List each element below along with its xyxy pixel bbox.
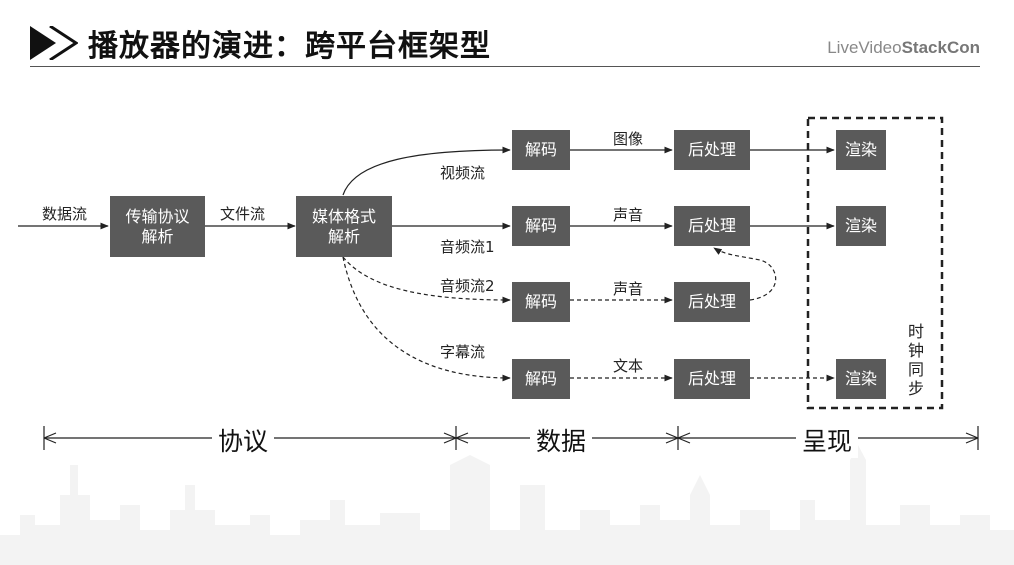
play-arrow-icon — [30, 26, 78, 60]
brand-bold: StackCon — [901, 38, 980, 57]
clock-sync-label: 时 钟 同 步 — [906, 322, 926, 398]
audio-stream-2-arrow — [342, 256, 511, 304]
title-underline — [30, 66, 980, 67]
brand-logo: LiveVideoStackCon — [827, 38, 980, 58]
label-text: 文本 — [613, 357, 644, 375]
timeline-arrowhead-end — [965, 432, 979, 444]
postprocess-audio-2: 后处理 — [674, 282, 750, 322]
subtitle-stream-arrow — [342, 256, 511, 382]
section-data: 数据 — [530, 422, 593, 458]
demux-box: 媒体格式 解析 — [296, 196, 392, 257]
timeline-arrowhead-start — [43, 432, 57, 444]
label-image: 图像 — [613, 130, 644, 148]
audio-mix-arrow — [713, 247, 777, 301]
postprocess-subtitle: 后处理 — [674, 359, 750, 399]
decoder-subtitle: 解码 — [512, 359, 570, 399]
label-subtitle-stream: 字幕流 — [440, 343, 486, 361]
label-file-stream: 文件流 — [220, 205, 266, 223]
label-video-stream: 视频流 — [440, 164, 486, 182]
clock-sync-char: 同 — [907, 360, 924, 379]
city-skyline-background — [0, 445, 1014, 565]
label-sound-1: 声音 — [613, 206, 644, 224]
postprocess-video: 后处理 — [674, 130, 750, 170]
timeline-arrowhead-data-left — [443, 432, 457, 444]
clock-sync-char: 时 — [907, 322, 924, 341]
render-subtitle: 渲染 — [836, 359, 886, 399]
section-presentation: 呈现 — [796, 422, 859, 458]
clock-sync-region — [806, 116, 944, 410]
slide-title: 播放器的演进：跨平台框架型 — [88, 29, 491, 64]
timeline-arrowhead-pres-right — [677, 432, 691, 444]
clock-sync-char: 步 — [907, 379, 924, 398]
decoder-video: 解码 — [512, 130, 570, 170]
timeline-arrowhead-data-right — [455, 432, 469, 444]
render-audio: 渲染 — [836, 206, 886, 246]
label-data-stream: 数据流 — [42, 205, 88, 223]
decoder-audio-2: 解码 — [512, 282, 570, 322]
section-protocol: 协议 — [212, 422, 275, 458]
label-audio-stream-1: 音频流1 — [440, 238, 495, 256]
postprocess-audio-1: 后处理 — [674, 206, 750, 246]
brand-prefix: LiveVideo — [827, 38, 902, 57]
timeline-arrowhead-pres-left — [665, 432, 679, 444]
transport-parse-box: 传输协议 解析 — [110, 196, 205, 257]
render-video: 渲染 — [836, 130, 886, 170]
slide-header: 播放器的演进：跨平台框架型 — [30, 20, 491, 66]
clock-sync-char: 钟 — [907, 341, 924, 360]
label-audio-stream-2: 音频流2 — [440, 277, 495, 295]
label-sound-2: 声音 — [613, 280, 644, 298]
decoder-audio-1: 解码 — [512, 206, 570, 246]
video-stream-arrow — [342, 146, 511, 196]
